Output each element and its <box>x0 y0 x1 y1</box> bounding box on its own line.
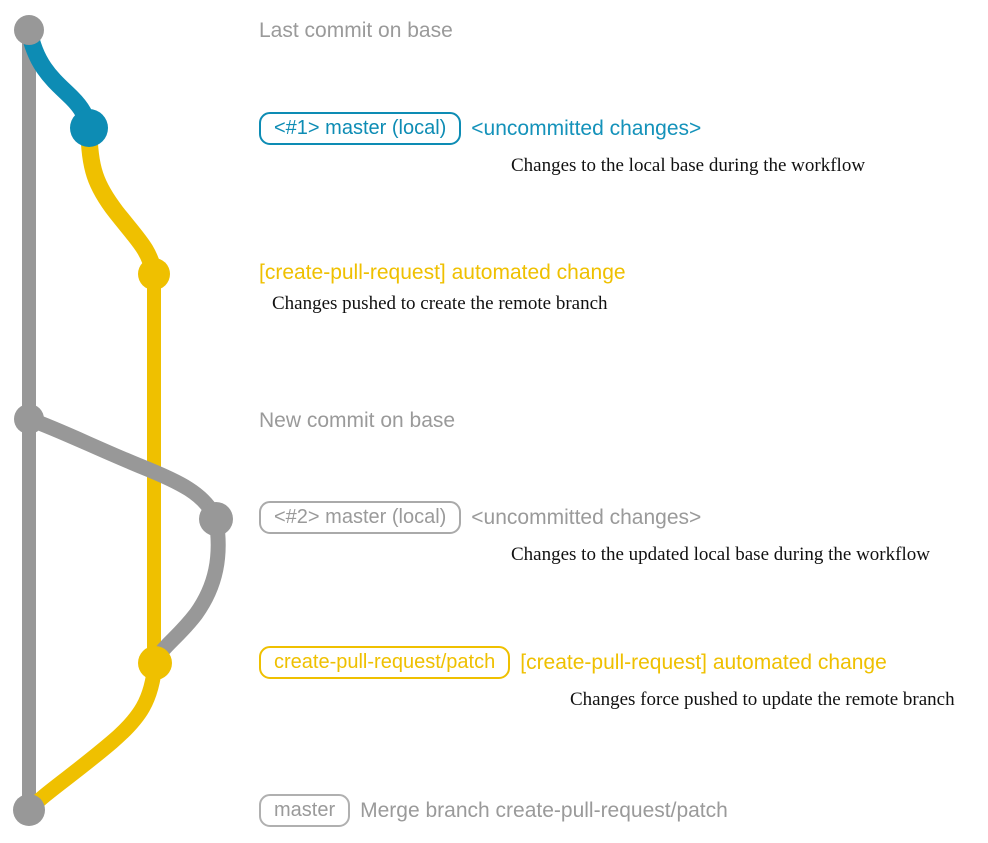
commit-row-local-uncommitted-2: <#2> master (local) <uncommitted changes… <box>259 501 930 566</box>
commit-subject-local-uncommitted-2: <uncommitted changes> <box>471 506 702 529</box>
commit-subject-remote-branch-created: [create-pull-request] automated change <box>259 261 626 284</box>
commit-subject-remote-branch-updated: [create-pull-request] automated change <box>520 651 887 674</box>
commit-description-local-uncommitted-1: Changes to the local base during the wor… <box>511 155 866 176</box>
commit-description-remote-branch-created: Changes pushed to create the remote bran… <box>272 293 608 314</box>
branch-pill-master-local-2[interactable]: <#2> master (local) <box>259 501 462 534</box>
commit-row-remote-branch-created: [create-pull-request] automated change C… <box>259 262 626 315</box>
node-remote-updated[interactable] <box>138 646 172 680</box>
remote-branch-edge-1 <box>80 119 163 283</box>
node-remote-created[interactable] <box>138 258 170 290</box>
node-local-2[interactable] <box>199 502 233 536</box>
merge-edge <box>21 655 163 818</box>
commit-label-new-commit-on-base: New commit on base <box>259 409 456 432</box>
node-base-head[interactable] <box>14 15 44 45</box>
commit-subject-merge-branch: Merge branch create-pull-request/patch <box>360 799 728 822</box>
updated-local-to-remote-edge <box>147 511 226 671</box>
commit-subject-local-uncommitted-1: <uncommitted changes> <box>471 117 702 140</box>
node-base-new[interactable] <box>14 404 44 434</box>
commit-row-remote-branch-updated: create-pull-request/patch [create-pull-r… <box>259 646 955 711</box>
commit-row-local-uncommitted-1: <#1> master (local) <uncommitted changes… <box>259 112 865 177</box>
updated-local-edge <box>21 411 224 527</box>
commit-description-remote-branch-updated: Changes force pushed to update the remot… <box>570 689 955 710</box>
node-merge-commit[interactable] <box>13 794 45 826</box>
node-local-1[interactable] <box>70 109 108 147</box>
commit-description-local-uncommitted-2: Changes to the updated local base during… <box>511 544 930 565</box>
branch-pill-master-local-1[interactable]: <#1> master (local) <box>259 112 462 145</box>
branch-pill-create-pull-request-patch[interactable]: create-pull-request/patch <box>259 646 511 679</box>
commit-label-last-commit-on-base: Last commit on base <box>259 19 453 42</box>
branch-pill-master[interactable]: master <box>259 794 351 827</box>
commit-row-merge-branch: master Merge branch create-pull-request/… <box>259 794 728 827</box>
